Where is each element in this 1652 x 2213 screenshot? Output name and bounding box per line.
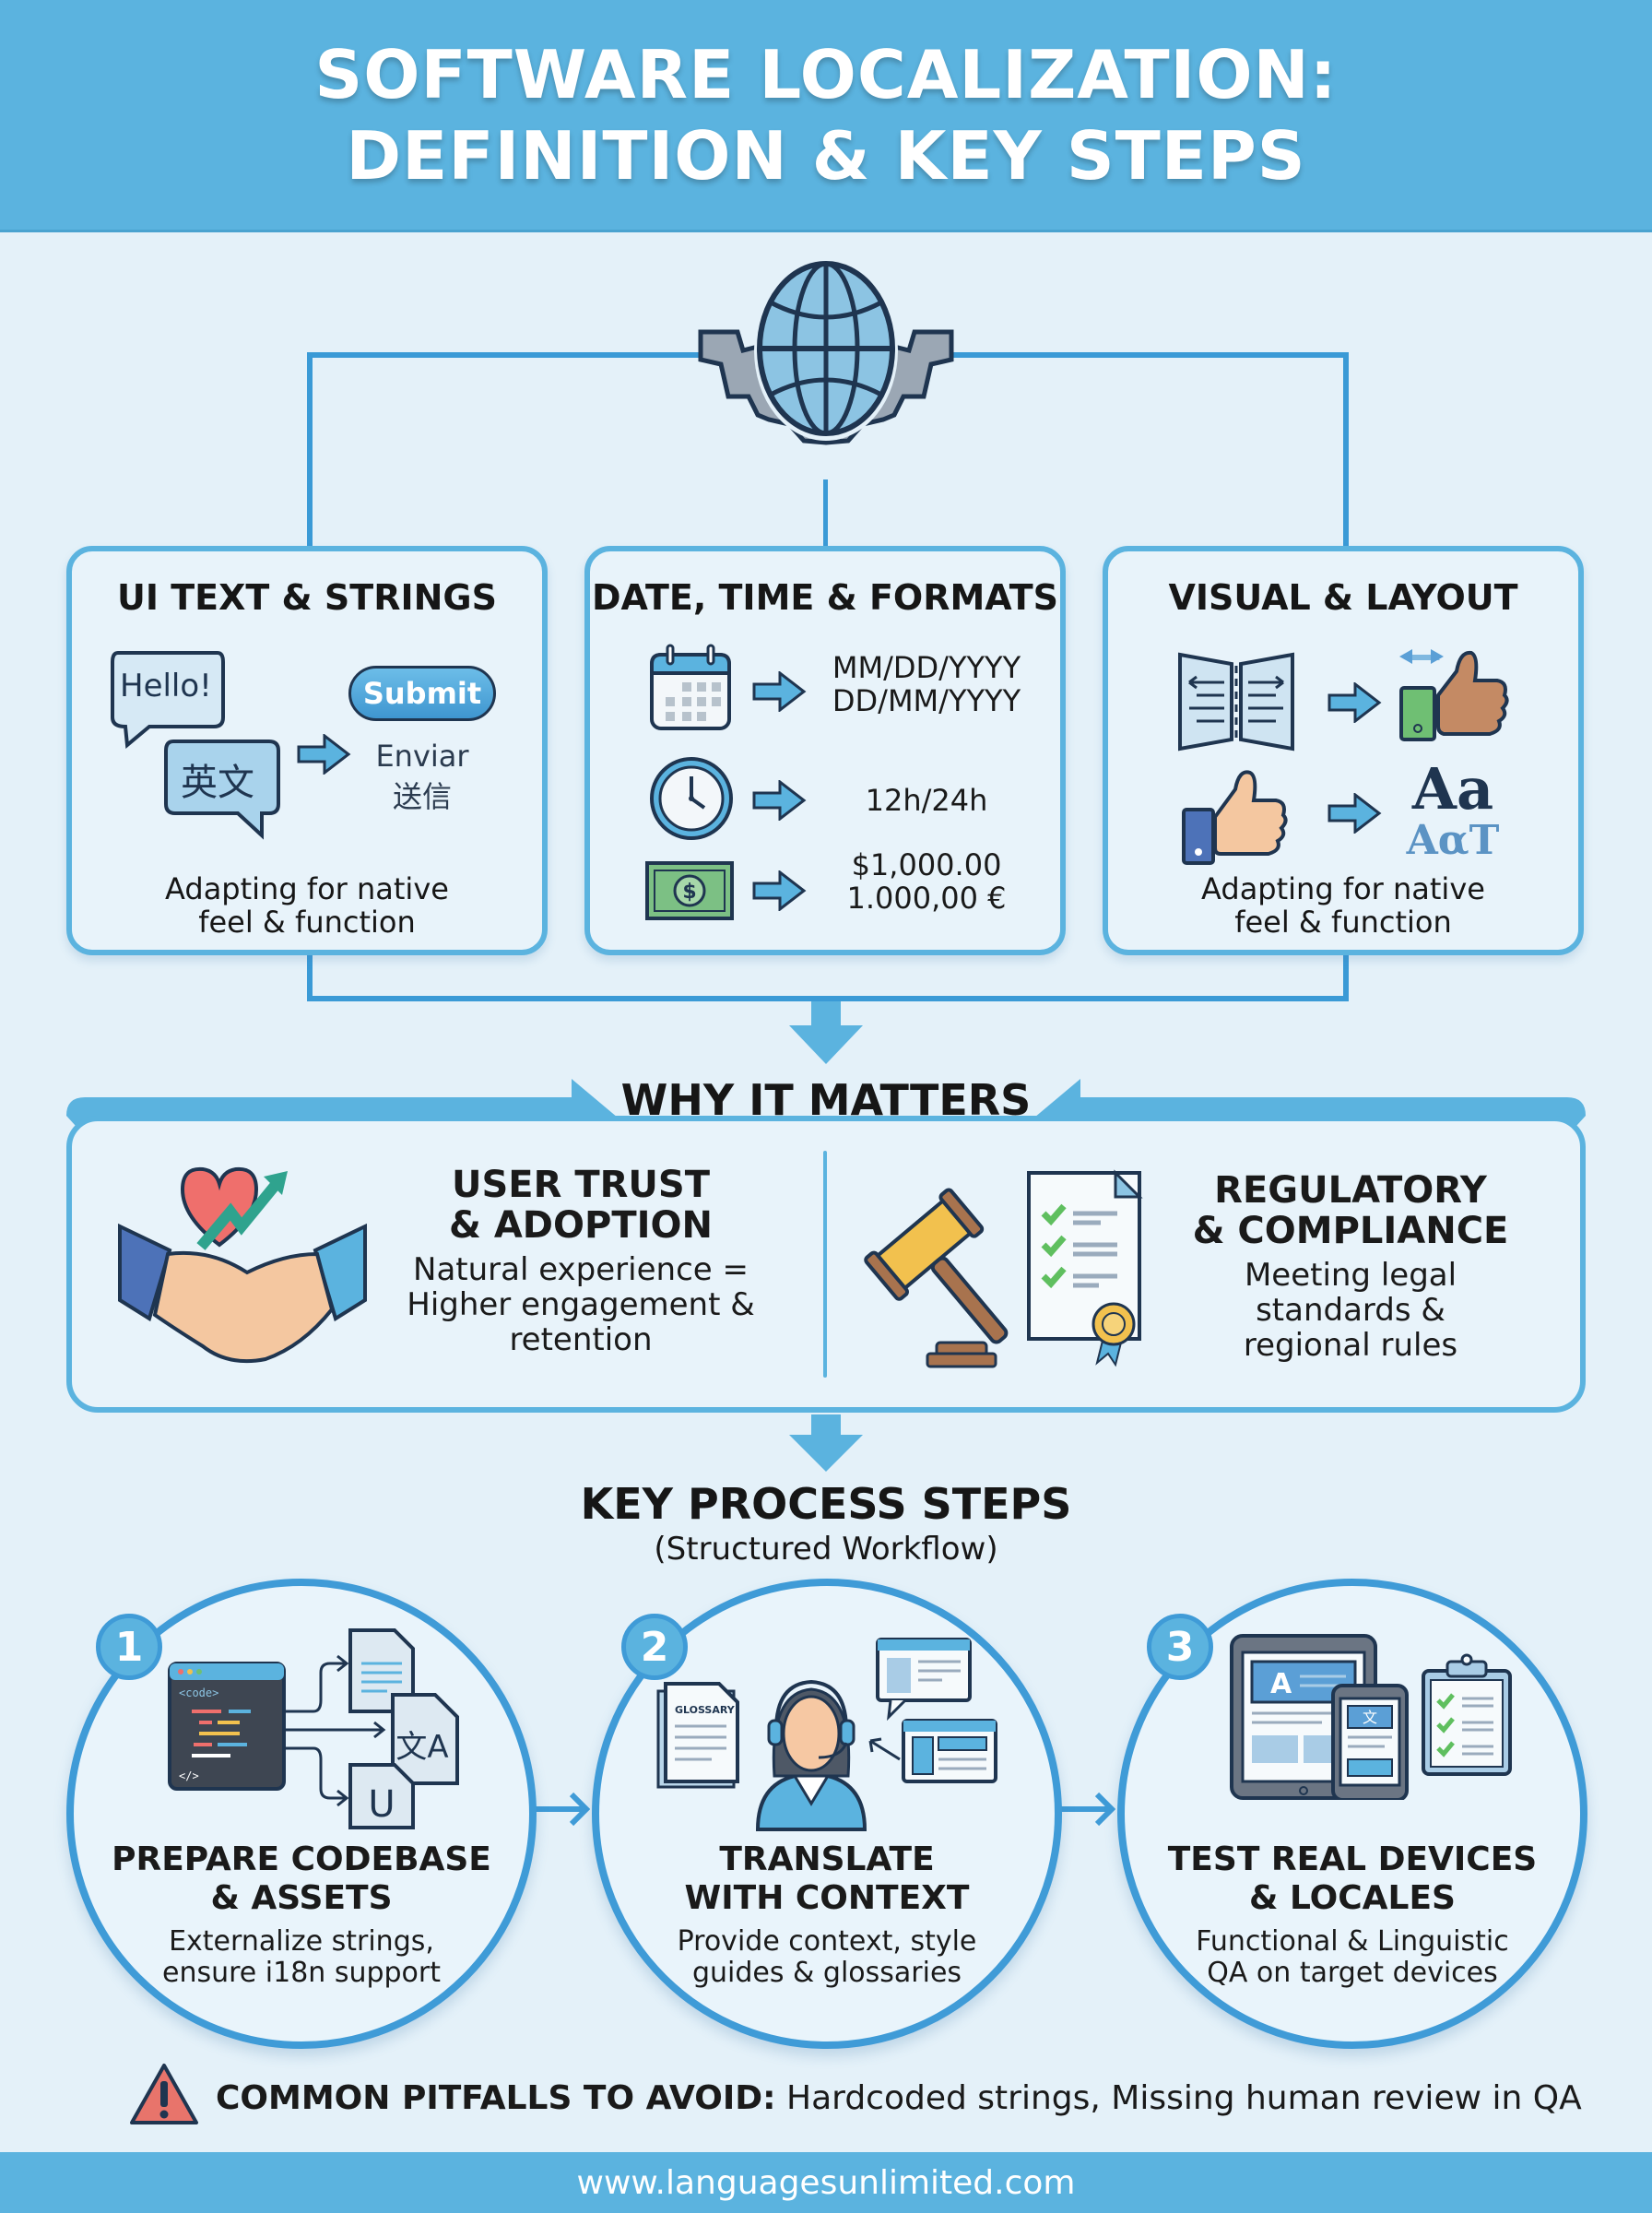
currency-format-us: $1,000.00 (851, 847, 1002, 882)
svg-text:</>: </> (179, 1769, 199, 1782)
footer-url-link[interactable]: www.languagesunlimited.com (576, 2163, 1076, 2202)
arrow-right-icon (297, 732, 352, 779)
card-caption-line-2: feel & function (1234, 905, 1452, 940)
step-3-title-line-1: TEST REAL DEVICES (1167, 1840, 1538, 1878)
why-item-body: retention (509, 1321, 653, 1358)
why-item-body: regional rules (1243, 1327, 1458, 1364)
warning-icon (129, 2063, 199, 2134)
date-format-eu: DD/MM/YYYY (832, 683, 1021, 718)
card-title: DATE, TIME & FORMATS (591, 577, 1059, 618)
submit-button-sample: Submit (348, 666, 496, 721)
why-divider (823, 1151, 827, 1378)
step-2-title-line-1: TRANSLATE (719, 1840, 935, 1878)
page-title-line-1: SOFTWARE LOCALIZATION: (314, 35, 1338, 113)
card-title: VISUAL & LAYOUT (1168, 577, 1518, 618)
gavel-certificate-icon (863, 1169, 1154, 1373)
connector-bottom-horizontal (307, 996, 1349, 1001)
card-date-time-formats: DATE, TIME & FORMATS MM/DD/YYYY DD/MM/YY… (584, 546, 1066, 955)
svg-text:<code>: <code> (179, 1686, 218, 1699)
why-item-heading-2: & COMPLIANCE (1192, 1210, 1509, 1252)
step-2-desc-line-1: Provide context, style (677, 1925, 977, 1958)
card-caption-line-2: feel & function (198, 905, 416, 940)
svg-text:$: $ (682, 881, 696, 904)
footer-banner: www.languagesunlimited.com (0, 2152, 1652, 2213)
arrow-right-icon (1328, 791, 1383, 838)
why-it-matters-title: WHY IT MATTERS (620, 1075, 1032, 1125)
why-item-body: Higher engagement & (407, 1286, 755, 1323)
svg-text:GLOSSARY: GLOSSARY (675, 1704, 736, 1716)
globe-gear-icon (682, 258, 970, 489)
arrow-right-icon (1328, 680, 1383, 728)
step-2-desc-line-2: guides & glossaries (691, 1957, 962, 1989)
arrow-down-icon (789, 1001, 863, 1071)
card-caption-line-1: Adapting for native (165, 871, 449, 906)
typography-icon: Aa AαT (1406, 755, 1500, 864)
pitfalls-banner: COMMON PITFALLS TO AVOID: Hardcoded stri… (129, 2063, 1582, 2130)
card-visual-layout: VISUAL & LAYOUT Aa AαT Adapting for nati… (1103, 546, 1584, 955)
svg-text:文: 文 (1363, 1709, 1377, 1726)
arrow-right-icon (752, 778, 808, 825)
calendar-icon (649, 644, 732, 737)
svg-text:U: U (368, 1783, 395, 1826)
thumbs-up-tan-icon (1394, 644, 1514, 750)
step-3-badge: 3 (1147, 1614, 1213, 1680)
connector-bottom-right (1343, 950, 1349, 1001)
step-1-title-line-2: & ASSETS (210, 1879, 393, 1917)
translator-headset-icon: GLOSSARY (656, 1638, 997, 1836)
step-2-title-line-2: WITH CONTEXT (684, 1879, 970, 1917)
step-1-desc-line-1: Externalize strings, (169, 1925, 434, 1958)
arrow-down-icon (789, 1414, 863, 1478)
why-item-body: Natural experience = (413, 1251, 749, 1288)
banknote-icon: $ (645, 861, 734, 925)
process-title: KEY PROCESS STEPS (580, 1479, 1072, 1529)
connector-left-drop (307, 352, 313, 546)
time-format: 12h/24h (865, 783, 988, 818)
currency-format-eu: 1.000,00 € (846, 881, 1007, 916)
card-title: UI TEXT & STRINGS (117, 577, 497, 618)
pitfalls-label: COMMON PITFALLS TO AVOID: (216, 2078, 776, 2117)
card-caption-line-1: Adapting for native (1201, 871, 1485, 906)
connector-right-drop (1343, 352, 1349, 546)
handshake-heart-growth-icon (118, 1162, 367, 1379)
rtl-layout-icon (1176, 651, 1296, 757)
speech-bubble-chinese: 英文 (162, 738, 282, 841)
translation-spanish: Enviar (375, 739, 469, 774)
thumbs-up-icon (1182, 769, 1292, 871)
svg-text:文A: 文A (395, 1729, 448, 1766)
step-3-title-line-2: & LOCALES (1249, 1879, 1456, 1917)
card-ui-text-strings: UI TEXT & STRINGS Hello! 英文 Submit Envia… (66, 546, 548, 955)
arrow-right-icon (752, 669, 808, 716)
step-1-title-line-1: PREPARE CODEBASE (112, 1840, 491, 1878)
svg-text:A: A (1270, 1668, 1292, 1700)
step-1-desc-line-2: ensure i18n support (161, 1957, 442, 1989)
date-format-us: MM/DD/YYYY (832, 650, 1021, 685)
step-3-desc-line-1: Functional & Linguistic (1196, 1925, 1509, 1958)
step-1-badge: 1 (96, 1614, 162, 1680)
process-subtitle: (Structured Workflow) (654, 1531, 998, 1568)
header-banner: SOFTWARE LOCALIZATION: DEFINITION & KEY … (0, 0, 1652, 232)
speech-bubble-hello: Hello! (109, 649, 227, 749)
arrow-right-icon (752, 869, 808, 916)
translation-japanese: 送信 (392, 779, 452, 814)
connector-bottom-left (307, 950, 313, 1001)
connector-center-drop (823, 479, 828, 546)
step-2-badge: 2 (621, 1614, 688, 1680)
why-item-heading-1: USER TRUST (452, 1164, 710, 1206)
step-1-card (66, 1579, 537, 2049)
clock-icon (649, 756, 734, 846)
why-item-body: Meeting legal (1244, 1257, 1457, 1294)
step-connector-arrow (1060, 1791, 1116, 1832)
step-connector-arrow (535, 1791, 591, 1832)
why-item-heading-2: & ADOPTION (449, 1204, 713, 1247)
why-item-heading-1: REGULATORY (1214, 1169, 1487, 1212)
pitfalls-text: Hardcoded strings, Missing human review … (786, 2078, 1582, 2117)
step-3-desc-line-2: QA on target devices (1207, 1957, 1498, 1989)
page-title-line-2: DEFINITION & KEY STEPS (346, 116, 1306, 195)
why-item-body: standards & (1256, 1292, 1446, 1329)
